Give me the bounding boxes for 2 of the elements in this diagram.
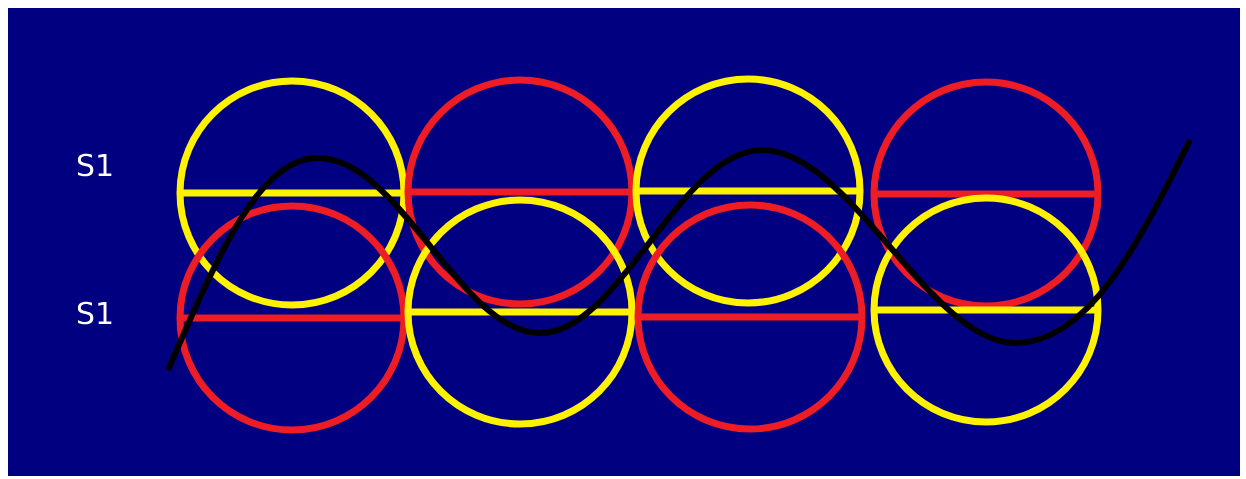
row-label: S1 xyxy=(77,301,112,325)
row-label: S1 xyxy=(77,153,112,177)
